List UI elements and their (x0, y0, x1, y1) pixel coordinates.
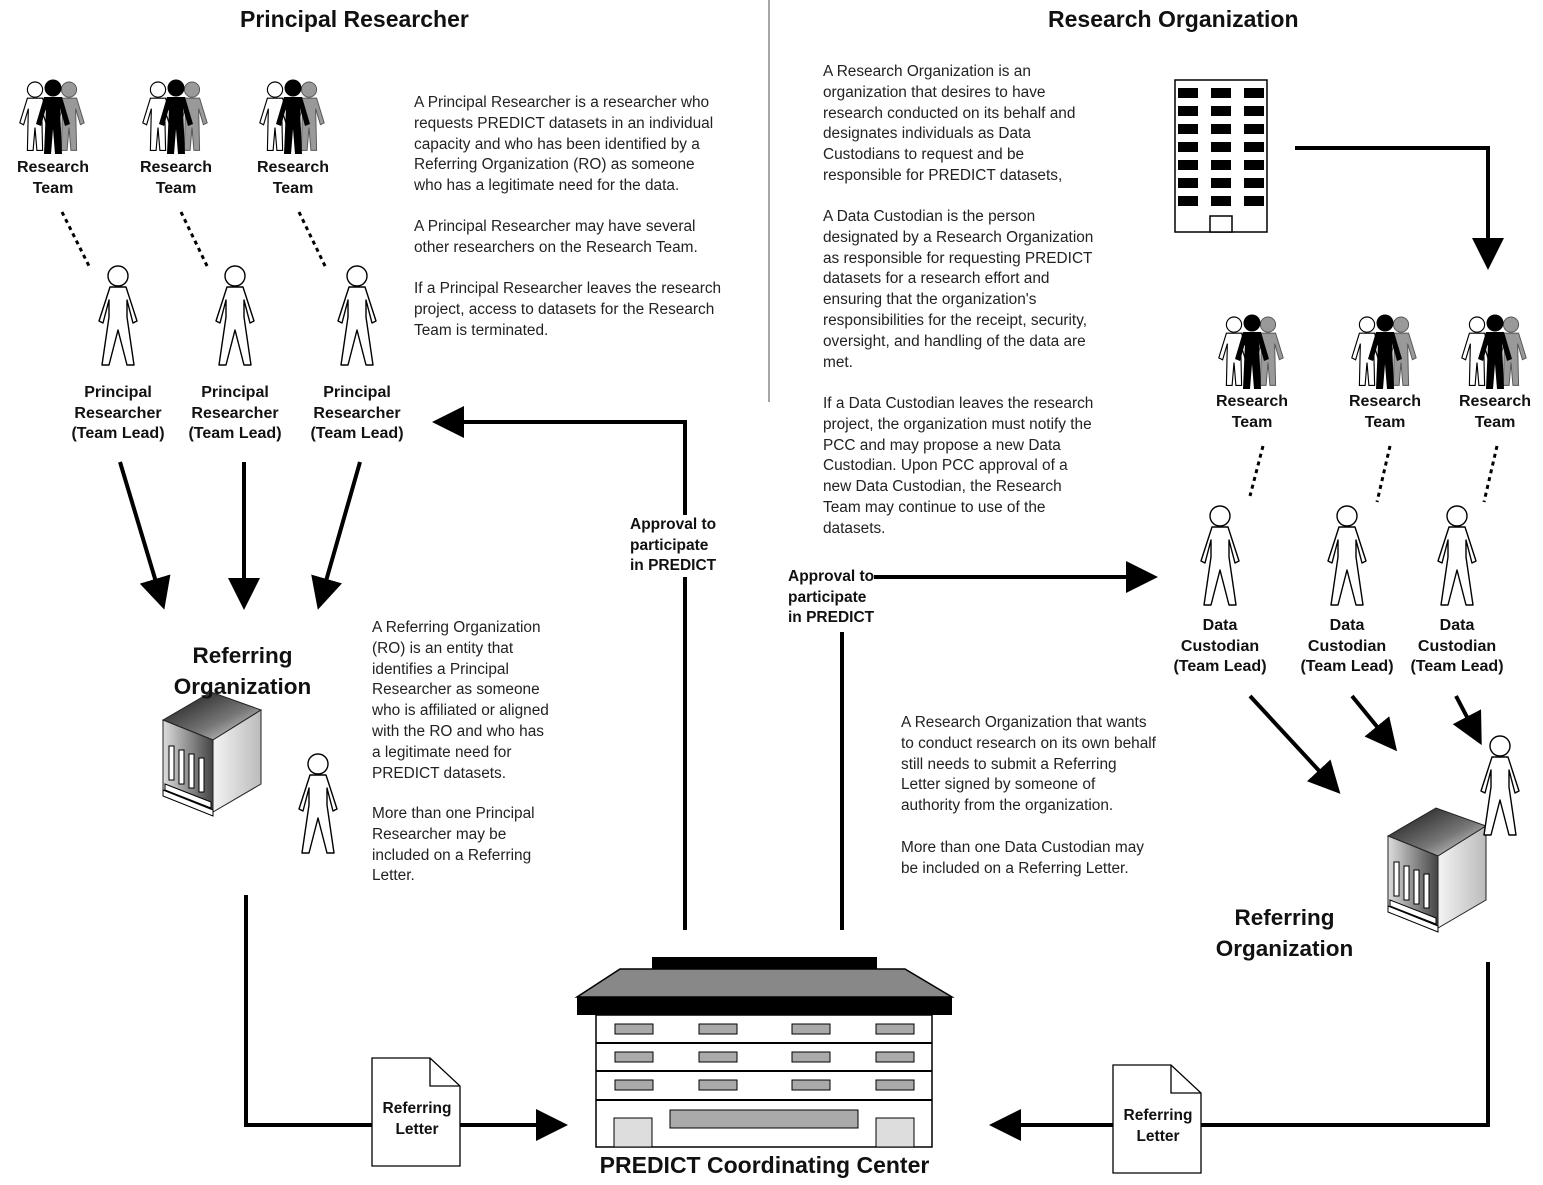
left-ro-person-icon (298, 753, 338, 854)
principal-researcher-label-1: Principal Researcher (Team Lead) (71, 384, 165, 442)
left-ro-description: A Referring Organization (RO) is an enti… (372, 619, 549, 782)
principal-researcher-leave-note: If a Principal Researcher leaves the res… (414, 280, 722, 339)
left-arrows-to-ro (118, 461, 362, 610)
data-custodian-icon-1 (1200, 505, 1240, 606)
left-ro-multiple-note: More than one Principal Researcher may b… (372, 805, 535, 885)
data-custodian-description: A Data Custodian is the person designate… (823, 208, 1094, 371)
data-custodian-label-1: Data Custodian (Team Lead) (1173, 617, 1267, 675)
left-team-label-3: Research Team (256, 159, 330, 197)
principal-researcher-team-note: A Principal Researcher may have several … (414, 218, 698, 256)
right-research-team-icon-3 (1461, 313, 1527, 390)
left-letter-label: Referring Letter (382, 1100, 452, 1138)
principal-researcher-icon-2 (215, 265, 255, 366)
right-approval-label: Approval to participate in PREDICT (788, 567, 875, 629)
principal-researcher-icon-1 (98, 265, 138, 366)
right-research-team-icon-2 (1351, 313, 1417, 390)
right-team-label-1: Research Team (1215, 393, 1289, 431)
left-approval-arrow (432, 406, 687, 930)
principal-researcher-title: Principal Researcher (240, 6, 469, 32)
right-research-team-icon-1 (1218, 313, 1284, 390)
left-research-team-icon-3 (259, 78, 325, 155)
right-ro-multiple-note: More than one Data Custodian may be incl… (901, 839, 1144, 877)
principal-researcher-description: A Principal Researcher is a researcher w… (414, 94, 714, 195)
right-ro-description: A Research Organization that wants to co… (901, 714, 1156, 815)
left-ro-building-icon (162, 691, 262, 817)
left-research-team-icon-1 (19, 78, 85, 155)
right-ro-person-icon (1480, 735, 1520, 836)
right-team-links (1248, 445, 1499, 503)
left-team-label-2: Research Team (139, 159, 213, 197)
right-ro-building-icon (1387, 807, 1487, 933)
right-ro-label: Referring Organization (1215, 905, 1354, 961)
research-organization-title: Research Organization (1048, 6, 1299, 32)
research-org-building-icon (1174, 79, 1268, 233)
right-arrows-to-ro (1248, 694, 1482, 794)
principal-researcher-label-3: Principal Researcher (Team Lead) (310, 384, 404, 442)
left-ro-label: Referring Organization (173, 643, 312, 699)
data-custodian-leave-note: If a Data Custodian leaves the research … (823, 395, 1094, 537)
principal-researcher-icon-3 (337, 265, 377, 366)
research-org-description: A Research Organization is an organizati… (823, 63, 1076, 184)
right-letter-label: Referring Letter (1123, 1107, 1193, 1145)
left-research-team-icon-2 (142, 78, 208, 155)
left-team-links (60, 211, 328, 269)
data-custodian-icon-2 (1327, 505, 1367, 606)
data-custodian-label-2: Data Custodian (Team Lead) (1300, 617, 1394, 675)
left-team-label-1: Research Team (16, 159, 90, 197)
data-custodian-icon-3 (1437, 505, 1477, 606)
principal-researcher-label-2: Principal Researcher (Team Lead) (188, 384, 282, 442)
right-team-label-3: Research Team (1458, 393, 1532, 431)
pcc-label: PREDICT Coordinating Center (599, 1152, 930, 1178)
pcc-building-icon (574, 957, 955, 1148)
data-custodian-label-3: Data Custodian (Team Lead) (1410, 617, 1504, 675)
right-team-label-2: Research Team (1348, 393, 1422, 431)
right-letter-arrow (989, 962, 1490, 1141)
left-approval-label: Approval to participate in PREDICT (630, 515, 717, 577)
research-org-arrow (1295, 146, 1504, 270)
